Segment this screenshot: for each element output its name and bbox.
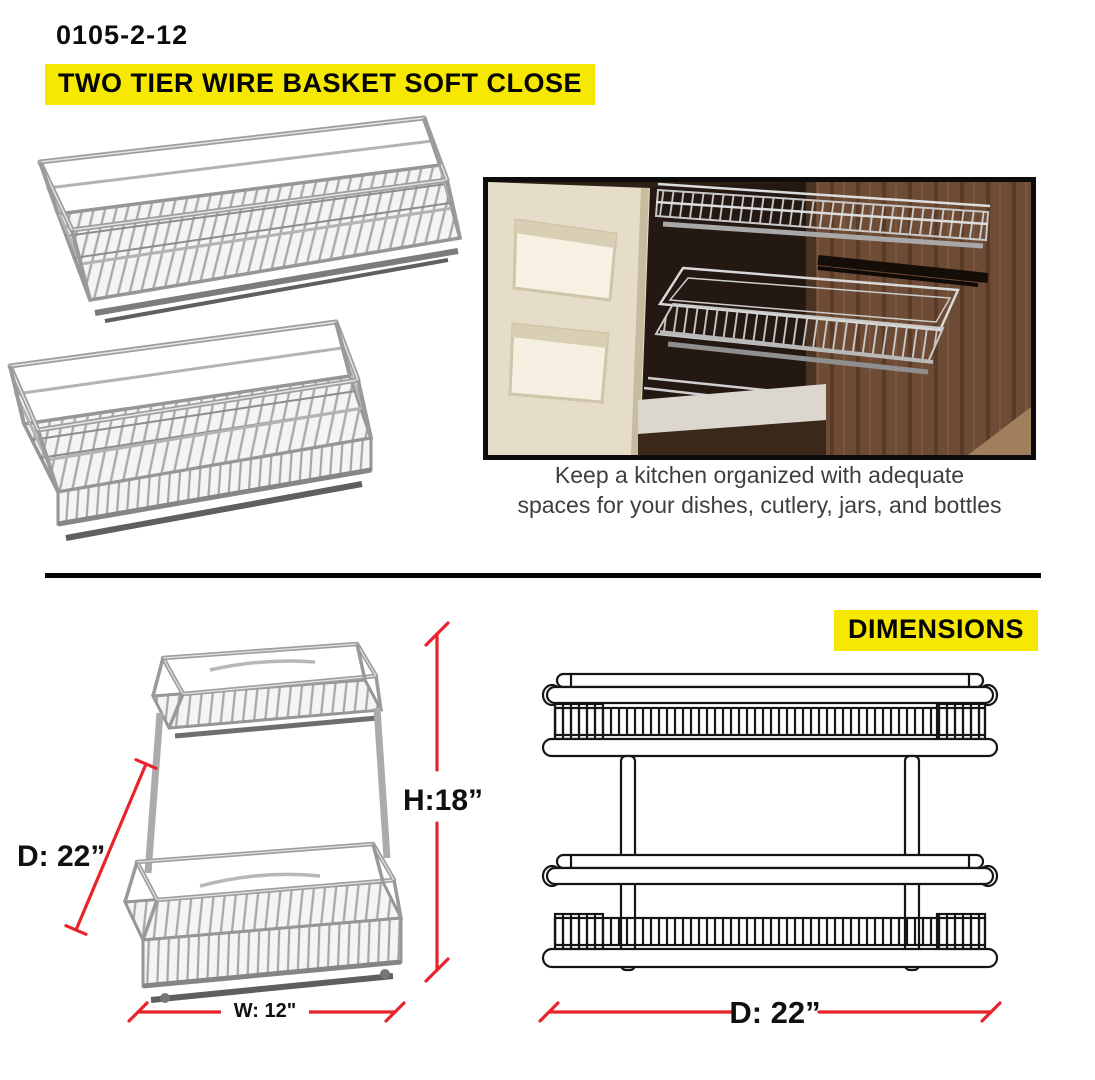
height-dimension-label: H:18” [403, 784, 483, 817]
lifestyle-photo [483, 177, 1036, 460]
wire-basket-photo-graphic [7, 115, 463, 541]
drawing-depth-dimension-label: D: 22” [729, 995, 820, 1030]
product-title: TWO TIER WIRE BASKET SOFT CLOSE [45, 64, 595, 105]
upper-basket [37, 115, 463, 323]
front-view-graphic: H:18” D: 22” W: 12" [17, 621, 483, 1023]
dimensions-heading: DIMENSIONS [834, 610, 1039, 651]
cream-shelf-unit [488, 182, 650, 455]
width-dimension-label: W: 12" [234, 1000, 296, 1022]
product-code: 0105-2-12 [56, 20, 189, 50]
front-view-basket [122, 641, 404, 1003]
depth-dimension-label: D: 22” [17, 840, 105, 873]
floor-sliver [968, 407, 1031, 455]
front-view-figure: H:18” D: 22” W: 12" [5, 618, 510, 1058]
caption-line-2: spaces for your dishes, cutlery, jars, a… [517, 492, 1002, 518]
depth-dimension-line [64, 758, 158, 936]
caption-line-1: Keep a kitchen organized with adequate [554, 462, 965, 488]
lifestyle-caption: Keep a kitchen organized with adequate s… [483, 460, 1036, 520]
tier-2-drawing [541, 853, 999, 969]
technical-drawing-figure: D: 22” [535, 662, 1015, 1037]
kitchen-cabinet-photo-graphic [488, 182, 1031, 455]
installed-upper-basket [654, 182, 991, 249]
lower-basket [7, 319, 374, 541]
section-divider [45, 573, 1041, 578]
height-dimension-line [424, 621, 450, 983]
drawer-slide-shadow [817, 255, 989, 283]
drawing-depth-dimension-line [538, 1001, 1002, 1023]
tier-1-drawing [541, 672, 999, 758]
product-photo [0, 108, 470, 568]
technical-drawing-graphic: D: 22” [538, 672, 1002, 1030]
